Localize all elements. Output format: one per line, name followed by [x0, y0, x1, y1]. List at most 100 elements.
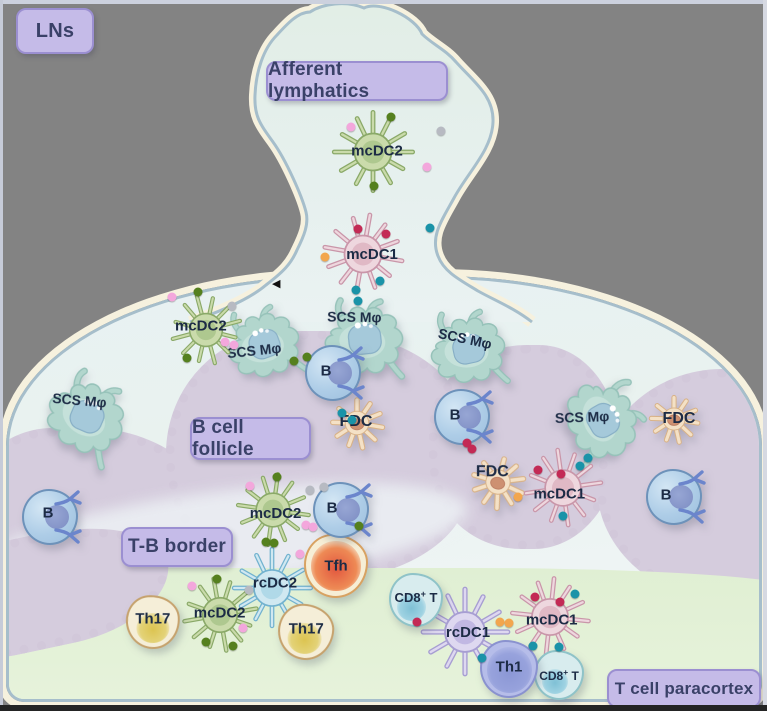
t-cell-core — [397, 593, 426, 621]
antigen-dot-crimson — [353, 224, 363, 234]
cell-th17: Th17 — [124, 593, 182, 651]
cell-label-mcdc2: mcDC2 — [249, 504, 302, 522]
cell-fdc: FDC — [645, 390, 703, 448]
region-label-afferent-lymphatics: Afferent lymphatics — [266, 59, 448, 102]
cell-label-tfh: Tfh — [324, 557, 348, 575]
cell-label-cd8-t-cell: CD8+ T — [539, 667, 579, 683]
cell-mcdc2: mcDC2 — [173, 568, 268, 663]
cell-mcdc1: mcDC1 — [515, 440, 611, 536]
left-edge — [0, 0, 3, 711]
t-cell-core — [541, 668, 569, 695]
cell-b-cell: B — [646, 469, 706, 525]
antigen-dot-green — [289, 356, 299, 366]
cell-label-th17: Th17 — [135, 610, 171, 628]
antigen-dot-gray — [305, 485, 315, 495]
region-label-lns: LNs — [16, 8, 94, 54]
antigen-dot-pink — [220, 337, 230, 347]
t-cell-body — [304, 534, 368, 598]
antigen-dot-crimson — [533, 465, 543, 475]
flow-arrow: ◀ — [272, 278, 281, 290]
antigen-dot-crimson — [462, 438, 472, 448]
antigen-dot-pink — [245, 481, 255, 491]
antigen-dot-green — [269, 538, 279, 548]
antigen-dot-orange — [495, 617, 505, 627]
antigen-dot-green — [201, 637, 211, 647]
region-label-t-b-border: T-B border — [121, 527, 233, 567]
antigen-dot-teal — [554, 642, 564, 652]
macrophage-shape — [430, 308, 511, 385]
cell-scs-macrophage: SCS Mφ — [424, 308, 512, 388]
antigen-dot-crimson — [412, 617, 422, 627]
cell-label-rcdc1: rcDC1 — [445, 623, 491, 641]
cell-th1: Th1 — [480, 640, 538, 698]
cell-th17: Th17 — [276, 602, 336, 662]
cell-label-mcdc1: mcDC1 — [525, 611, 578, 629]
antigen-dot-crimson — [555, 597, 565, 607]
antigen-dot-green — [272, 472, 282, 482]
antigen-dot-pink — [167, 292, 177, 302]
dendritic-cell-shape — [182, 576, 259, 653]
cell-label-b-cell: B — [326, 499, 338, 517]
antigen-dot-gray — [436, 126, 446, 136]
top-edge — [0, 0, 767, 4]
b-cell-nucleus — [456, 405, 482, 430]
antigen-dot-pink — [238, 623, 248, 633]
cell-label-cd8-t-cell: CD8+ T — [394, 588, 438, 606]
dendritic-cell-shape — [523, 447, 604, 528]
antigen-dot-teal — [351, 285, 361, 295]
bottom-edge — [0, 705, 767, 711]
cell-label-b-cell: B — [320, 362, 332, 380]
cell-fdc: FDC — [459, 443, 537, 521]
antigen-dot-gray — [227, 301, 237, 311]
antigen-dot-teal — [337, 408, 347, 418]
cell-label-rcdc2: rcDC2 — [252, 574, 298, 592]
antigen-dot-pink — [346, 122, 356, 132]
t-cell-body — [389, 573, 443, 627]
cell-scs-macrophage: SCS Mφ — [26, 359, 146, 476]
antigen-dot-crimson — [381, 229, 391, 239]
antigen-dot-teal — [570, 589, 580, 599]
antigen-dot-pink — [187, 581, 197, 591]
antigen-dot-teal — [583, 453, 593, 463]
t-cell-body — [534, 650, 584, 700]
cell-tfh: Tfh — [304, 534, 368, 598]
antigen-dot-teal — [353, 296, 363, 306]
antigen-dot-pink — [229, 340, 239, 350]
antigen-dot-green — [369, 181, 379, 191]
antigen-dot-teal — [375, 276, 385, 286]
fdc-shape — [648, 394, 701, 445]
antigen-dot-green — [302, 352, 312, 362]
cell-label-mcdc2: mcDC2 — [193, 604, 246, 622]
right-edge — [763, 0, 767, 711]
antigen-dot-green — [212, 574, 222, 584]
fdc-shape — [330, 397, 386, 451]
bcr-receptor-icon — [337, 346, 365, 400]
cell-label-mcdc1: mcDC1 — [532, 485, 585, 503]
antigen-dot-green — [354, 521, 364, 531]
antigen-dot-orange — [513, 492, 523, 502]
bcr-receptor-icon — [466, 390, 494, 444]
antigen-dot-pink — [295, 549, 305, 559]
antigen-dot-green — [228, 641, 238, 651]
antigen-dot-pink — [301, 520, 311, 530]
cell-b-cell: B — [22, 489, 82, 545]
cell-label-fdc: FDC — [475, 463, 509, 481]
cell-rcdc1: rcDC1 — [418, 585, 513, 680]
dendritic-cell-shape — [235, 472, 311, 548]
macrophage-shape — [567, 378, 648, 473]
cell-label-mcdc1: mcDC1 — [346, 246, 398, 264]
t-cell-core — [487, 647, 532, 693]
b-cell-nucleus — [668, 485, 694, 510]
antigen-dot-pink — [308, 522, 318, 532]
antigen-dot-teal — [477, 653, 487, 663]
cell-label-b-cell: B — [449, 406, 461, 424]
antigen-dot-orange — [504, 618, 514, 628]
cell-cd8-t-cell: CD8+ T — [389, 573, 443, 627]
cell-label-th17: Th17 — [288, 620, 324, 638]
t-cell-body — [480, 640, 538, 698]
cell-scs-macrophage: SCS Mφ — [551, 364, 654, 476]
cell-label-scs-macrophage: SCS Mφ — [554, 408, 610, 426]
antigen-dot-teal — [528, 641, 538, 651]
region-label-b-cell-follicle: B cell follicle — [190, 417, 311, 460]
